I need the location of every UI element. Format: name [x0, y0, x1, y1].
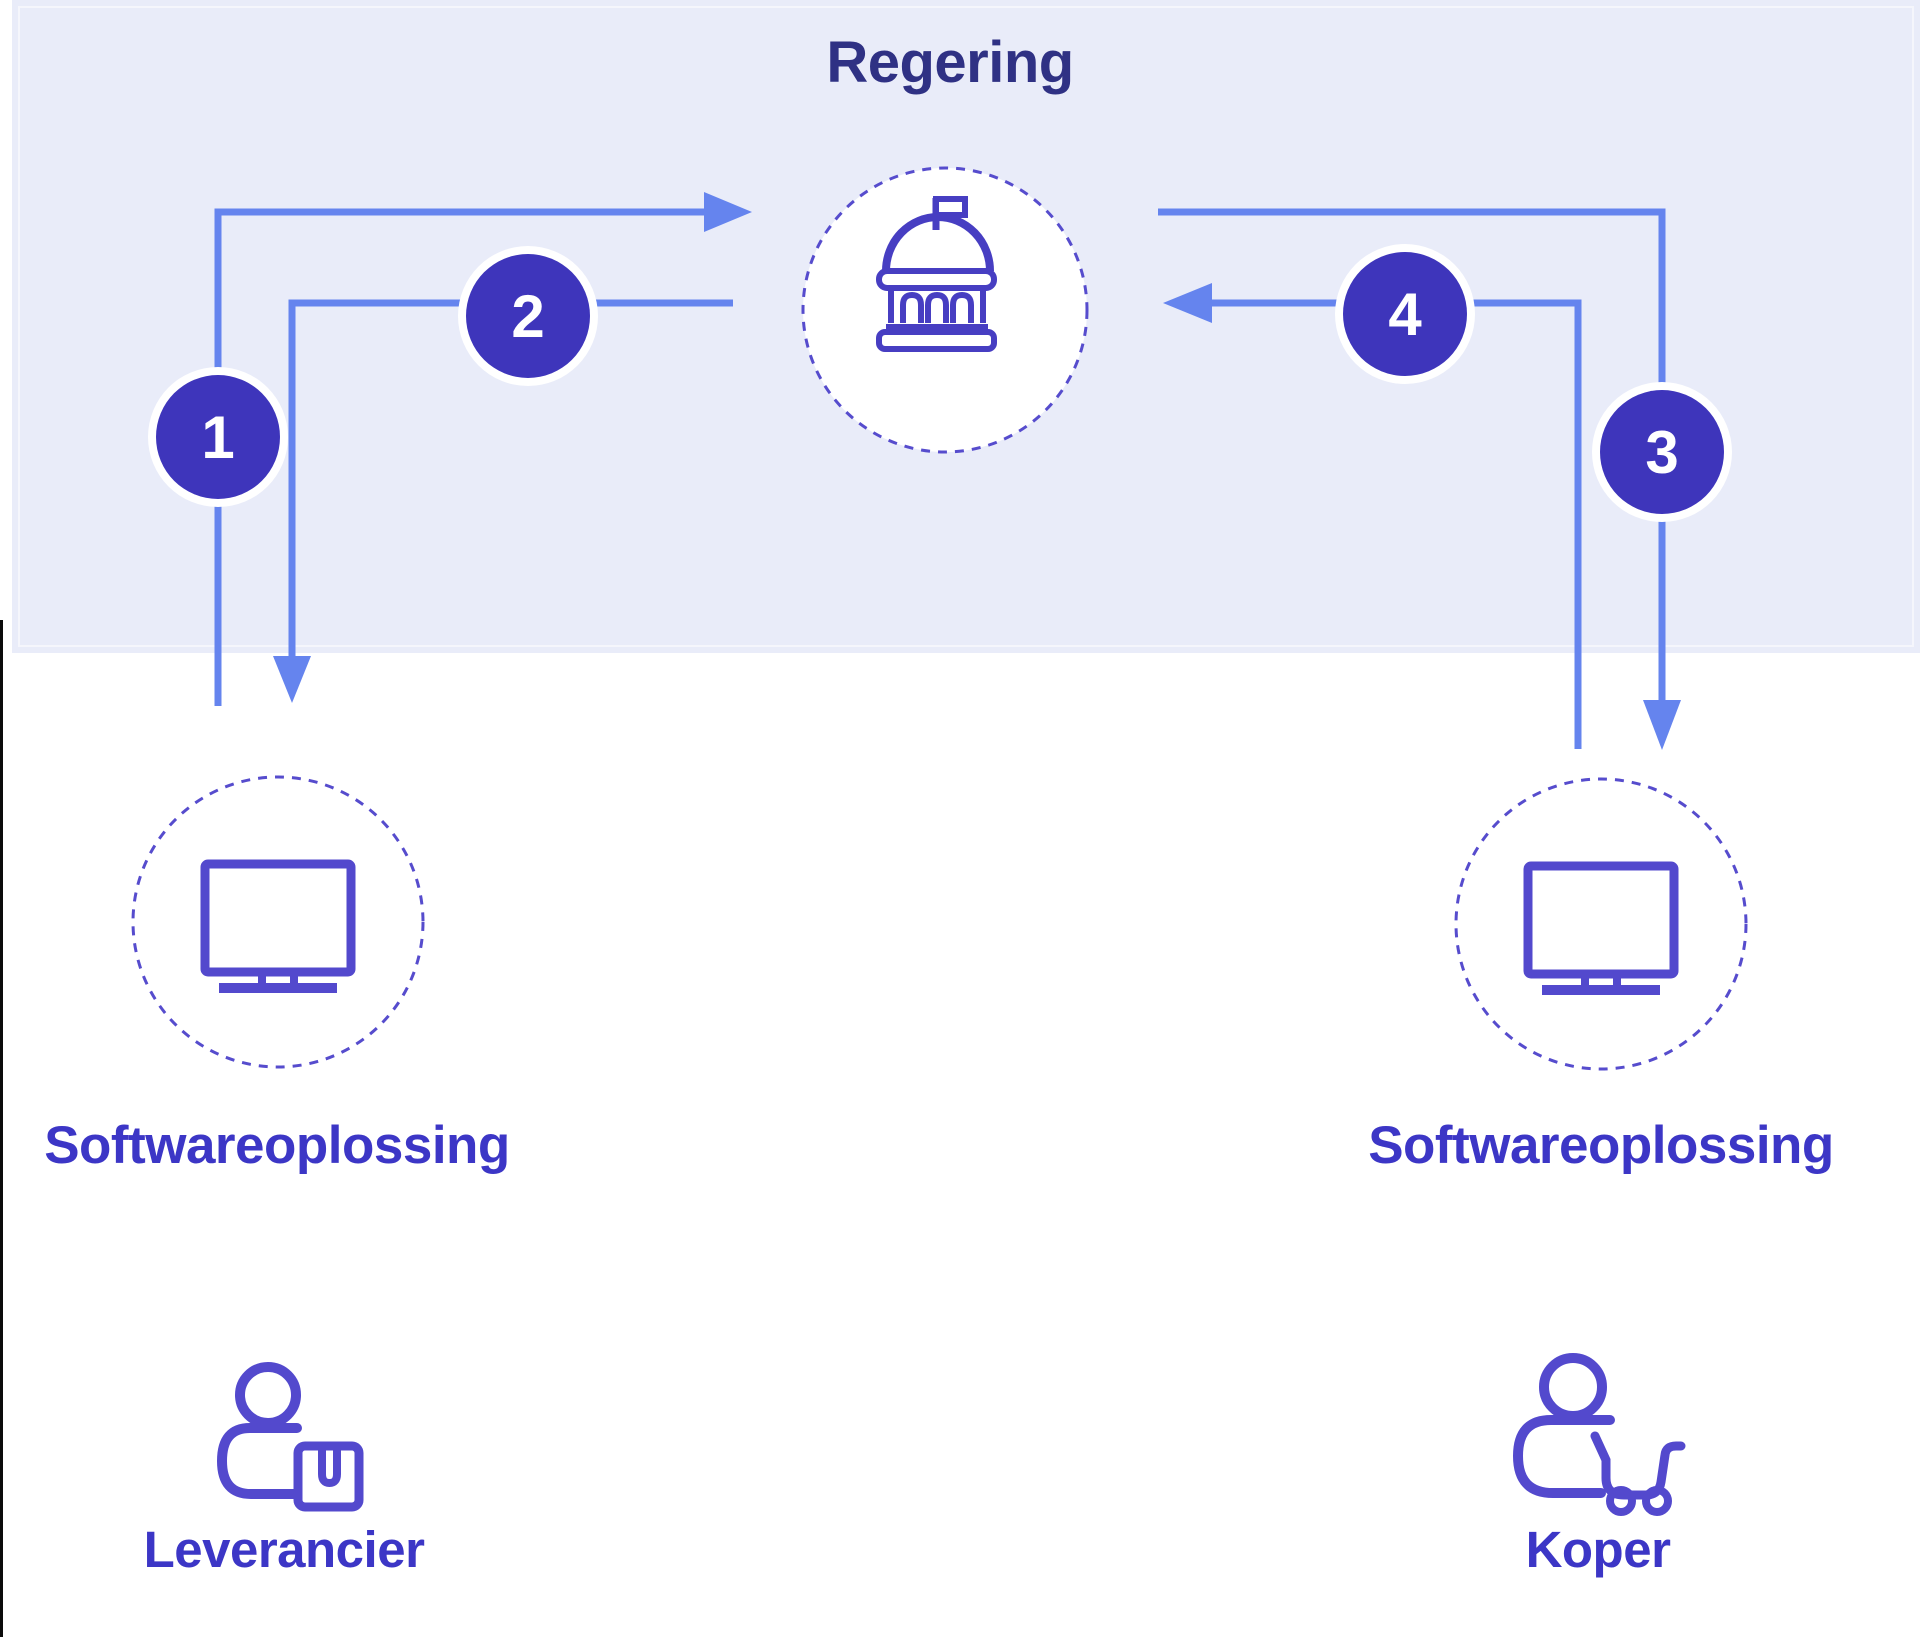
arrow-step-1: [214, 192, 752, 706]
arrowhead-down-icon: [273, 656, 311, 703]
step-number: 3: [1645, 419, 1678, 486]
arrowhead-left-icon: [1163, 283, 1212, 323]
person-with-cart-icon: [1512, 1353, 1686, 1516]
left-edge-artifact: [0, 620, 3, 1637]
person-with-package-icon: [216, 1362, 364, 1512]
arrowhead-right-icon: [704, 192, 752, 232]
node-software-right: [1454, 777, 1748, 1071]
step-badge-1: 1: [148, 367, 288, 507]
step-badge-4: 4: [1335, 244, 1475, 384]
step-number: 1: [201, 404, 234, 471]
step-badge-2: 2: [458, 246, 598, 386]
step-badge-3: 3: [1592, 382, 1732, 522]
node-label-buyer: Koper: [1525, 1521, 1671, 1578]
arrow-step-4: [1163, 283, 1582, 749]
node-label-government: Regering: [826, 30, 1074, 95]
node-government: [801, 166, 1089, 454]
arrowhead-down-icon: [1643, 700, 1681, 750]
step-number: 4: [1388, 281, 1422, 348]
node-label-software-right: Softwareoplossing: [1368, 1116, 1834, 1175]
government-building-icon: [876, 196, 997, 352]
node-software-left: [131, 775, 425, 1069]
node-label-software-left: Softwareoplossing: [44, 1116, 510, 1175]
arrow-step-3: [1158, 208, 1681, 750]
step-number: 2: [511, 283, 544, 350]
node-label-supplier: Leverancier: [143, 1521, 425, 1578]
